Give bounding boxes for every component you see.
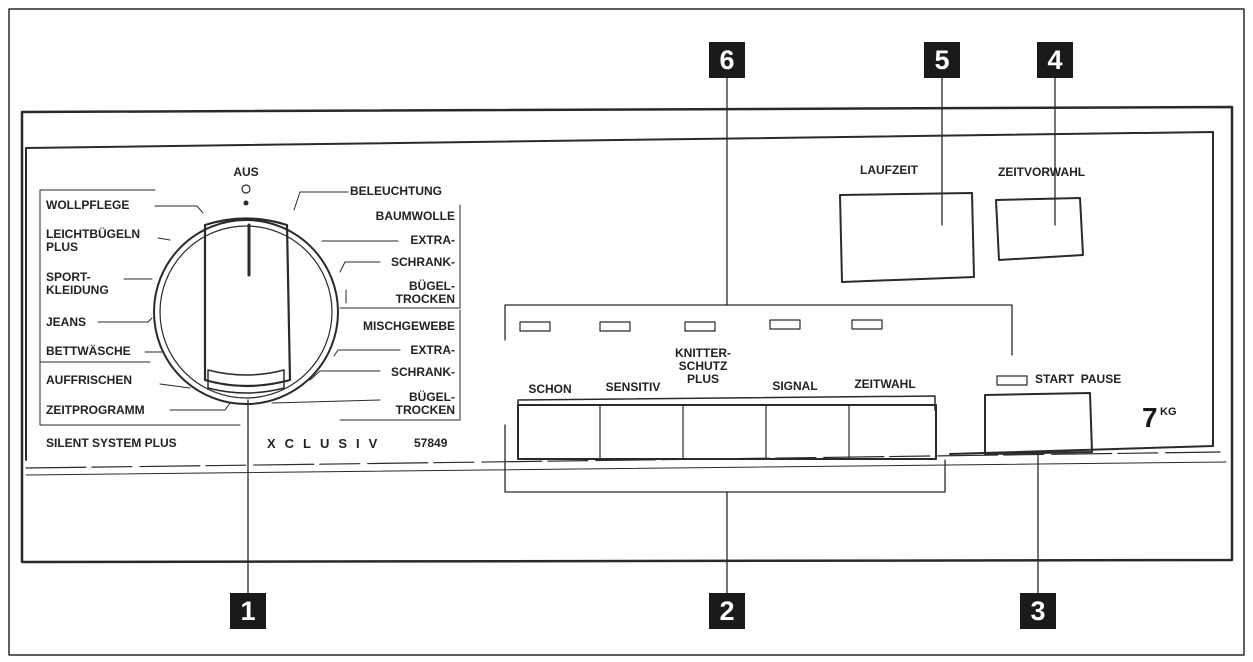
dial-knob [203,217,292,388]
outer-frame [8,8,1245,656]
delay-display [995,197,1084,261]
button-label-signal: SIGNAL [772,379,818,393]
dial-off-label: AUS [233,165,259,179]
program-label: LEICHTBÜGELN PLUS [46,227,140,254]
bevel-line [25,451,1221,469]
dial-ring [153,219,339,405]
inner-panel [25,131,1214,461]
capacity-unit: KG [1160,406,1177,418]
program-label: SPORT- KLEIDUNG [46,270,109,297]
program-label: EXTRA- [410,343,455,357]
product-line-label: XCLUSIV [267,436,387,451]
runtime-label: LAUFZEIT [860,163,918,177]
button-label-sensitiv: SENSITIV [605,380,661,394]
callout-1: 1 [230,593,266,629]
callout-3: 3 [1020,593,1056,629]
button-label-schon: SCHON [528,382,572,396]
model-number: 57849 [414,436,448,450]
program-label: AUFFRISCHEN [46,373,132,387]
button-strip [517,404,937,460]
program-label: SCHRANK- [391,255,455,269]
program-label: SCHRANK- [391,365,455,379]
callout-6: 6 [709,42,745,78]
panel-outline [20,105,1234,564]
program-label: BELEUCHTUNG [350,184,442,198]
program-label: BETTWÄSCHE [46,344,131,358]
callout-2: 2 [709,593,745,629]
bevel-line-2 [25,461,1227,476]
program-label: EXTRA- [410,233,455,247]
callout-5: 5 [924,42,960,78]
callout-4: 4 [1037,42,1073,78]
start-button-outline [984,392,1093,455]
runtime-display [839,192,975,283]
program-label: WOLLPFLEGE [46,198,130,212]
series-label: SILENT SYSTEM PLUS [46,436,177,450]
program-label: BAUMWOLLE [375,209,455,223]
program-label: MISCHGEWEBE [362,319,455,333]
program-label: JEANS [46,315,87,329]
button-label-knitterschutz: KNITTER- SCHUTZ PLUS [675,346,731,386]
start-pause-label: START PAUSE [1035,372,1122,386]
capacity-value: 7 [1142,402,1158,433]
button-label-zeitwahl: ZEITWAHL [854,377,916,391]
program-label: ZEITPROGRAMM [46,403,145,417]
program-label: BÜGEL- TROCKEN [395,279,455,306]
delay-label: ZEITVORWAHL [998,165,1086,179]
program-label: BÜGEL- TROCKEN [395,390,455,417]
